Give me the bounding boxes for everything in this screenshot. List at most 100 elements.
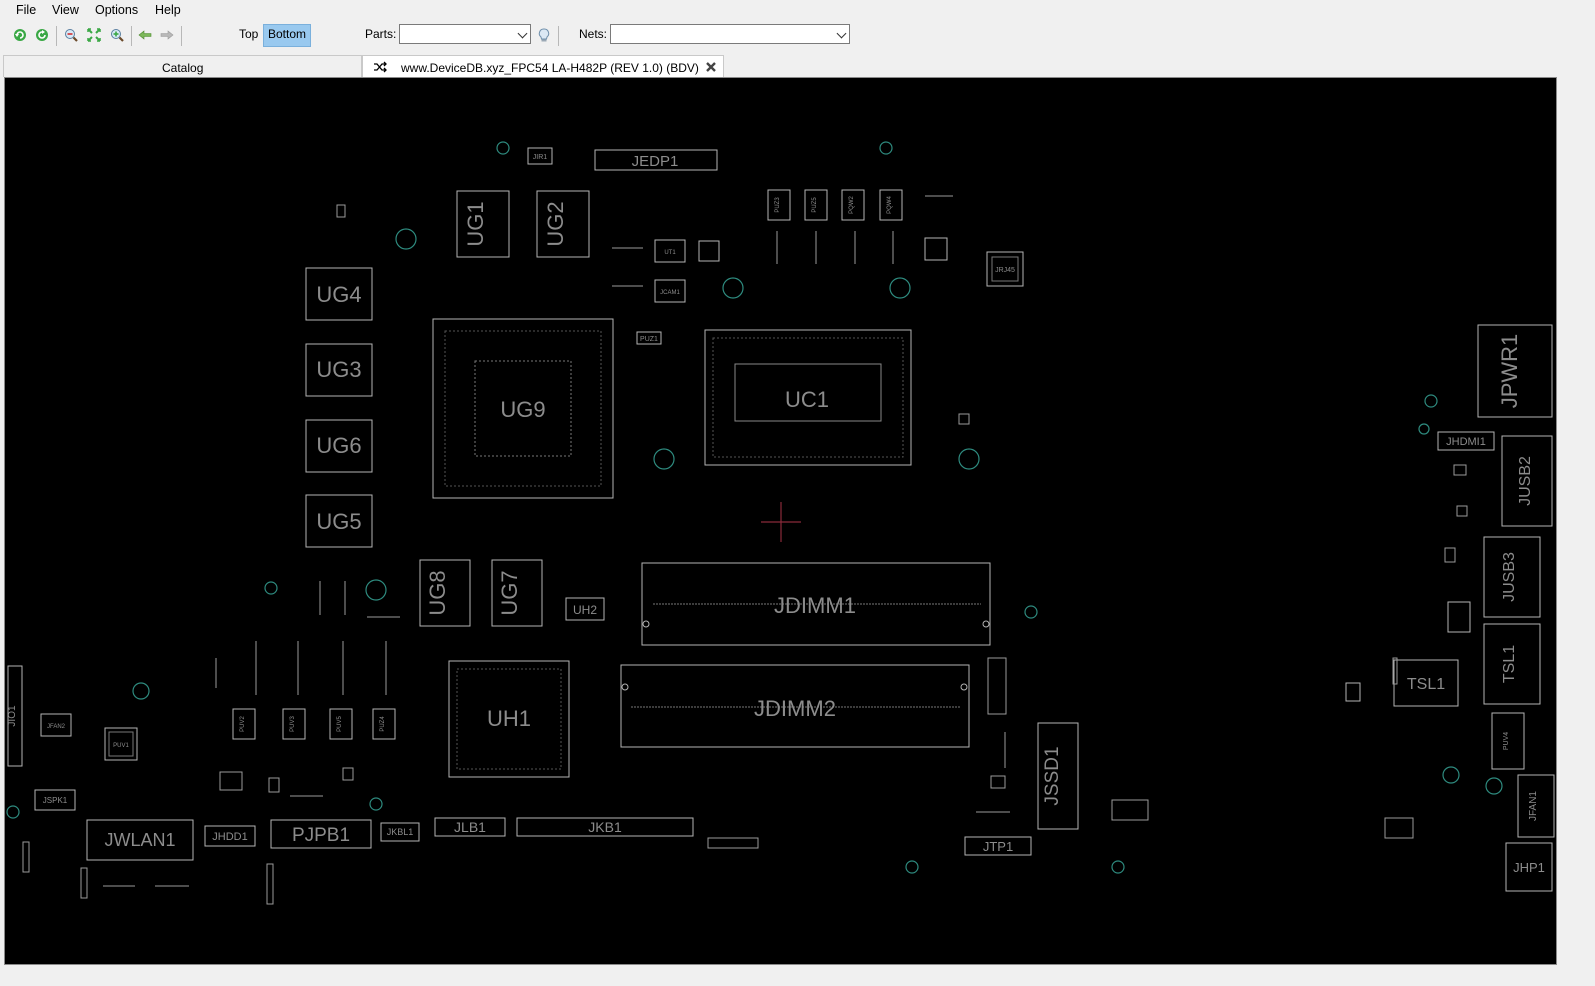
forward-arrow-icon[interactable] — [159, 27, 175, 43]
ref-jedp1: JEDP1 — [632, 153, 679, 170]
parts-label: Parts: — [365, 27, 397, 41]
component-jkbl1[interactable]: JKBL1 — [380, 822, 420, 842]
component-ug1[interactable]: UG1 — [456, 190, 510, 258]
zoom-in-icon[interactable] — [109, 27, 125, 43]
chevron-down-icon — [517, 28, 528, 39]
component-pjpb1[interactable]: PJPB1 — [270, 819, 372, 849]
component-puv4[interactable]: PUV2 — [232, 708, 256, 740]
component-puv5[interactable]: PUZ4 — [372, 708, 396, 740]
ref-uc1: UC1 — [785, 387, 829, 412]
component-puz3[interactable]: PQW2 — [841, 189, 865, 221]
ref-jrj45: JPWR1 — [1497, 334, 1522, 409]
component-jkb1[interactable]: JKB1 — [516, 817, 694, 837]
component-jlb1[interactable]: JLB1 — [434, 817, 506, 837]
back-arrow-icon[interactable] — [137, 27, 153, 43]
component-puv3[interactable]: PUV5 — [329, 708, 353, 740]
component-jhp1[interactable]: JHP1 — [1505, 842, 1553, 892]
ref-puz1: JRJ45 — [995, 267, 1015, 274]
lightbulb-icon[interactable] — [536, 27, 552, 43]
bottom-layer-button[interactable]: Bottom — [263, 24, 312, 47]
shuffle-icon — [374, 61, 387, 73]
ref-jlb1: JLB1 — [454, 819, 486, 835]
component-jfan2[interactable]: JFAN2 — [40, 713, 72, 737]
ref-jpwr1: JHDMI1 — [1446, 436, 1486, 448]
component-jpwr1[interactable]: JHDMI1 — [1437, 431, 1495, 451]
ref-puz2: PUZ5 — [812, 197, 818, 213]
component-ug4[interactable]: UG4 — [305, 267, 373, 321]
component-puz4[interactable]: PUZ3 — [767, 189, 791, 221]
component-jedp1[interactable]: JEDP1 — [594, 149, 718, 171]
component-puz5[interactable]: PQW4 — [879, 189, 903, 221]
close-icon[interactable] — [705, 61, 717, 73]
component-ug6[interactable]: UG6 — [305, 419, 373, 473]
component-ug8[interactable]: UG8 — [419, 559, 471, 627]
ref-tsl1: TSL1 — [1407, 676, 1445, 693]
component-jusb3[interactable]: TSL1 — [1483, 623, 1541, 705]
component-jwlan1[interactable]: JWLAN1 — [86, 819, 194, 861]
ref-puv5: PUZ4 — [380, 716, 386, 732]
component-jssd1[interactable]: JSSD1 — [1037, 722, 1079, 830]
tab-catalog[interactable]: Catalog — [3, 55, 362, 77]
ref-ug3: UG3 — [316, 357, 361, 382]
toolbar-separator — [558, 26, 559, 46]
ref-jdimm1: JDIMM1 — [774, 593, 856, 618]
nets-combo[interactable] — [610, 24, 850, 44]
parts-combo[interactable] — [399, 24, 531, 44]
chevron-down-icon — [836, 28, 847, 39]
ref-puz3: PQW2 — [849, 196, 855, 214]
component-jspk1[interactable]: JSPK1 — [34, 789, 76, 811]
refresh-green-icon[interactable] — [12, 27, 28, 43]
component-jdimm2[interactable]: JDIMM2 — [620, 664, 970, 748]
component-tsl1[interactable]: TSL1 — [1393, 659, 1459, 707]
component-jrj45[interactable]: JPWR1 — [1477, 324, 1553, 418]
pad-square — [924, 237, 948, 261]
top-layer-button[interactable]: Top — [239, 27, 259, 41]
reload-green-icon[interactable] — [34, 27, 50, 43]
component-jio1[interactable]: JIO1 — [7, 665, 23, 767]
component-pqw2[interactable]: UT1 — [654, 239, 686, 263]
component-puz2[interactable]: PUZ5 — [804, 189, 828, 221]
component-puz1[interactable]: JRJ45 — [986, 251, 1024, 287]
board-canvas[interactable]: UG9 UC1 UG1 UG2 UG4 UG3 UG6 UG5 UG8 UG7 … — [4, 77, 1557, 965]
component-jtp1[interactable]: JTP1 — [964, 836, 1032, 856]
component-uh1[interactable]: UH1 — [448, 660, 570, 778]
component-jhdd1[interactable]: JHDD1 — [204, 825, 256, 847]
component-jir1[interactable]: JIR1 — [527, 147, 553, 165]
pad-square — [698, 240, 720, 262]
component-jusb2[interactable]: JUSB3 — [1483, 536, 1541, 618]
ref-jspk1: JSPK1 — [43, 796, 68, 805]
component-ug3[interactable]: UG3 — [305, 343, 373, 397]
fit-view-icon[interactable] — [86, 27, 102, 43]
component-pqw4[interactable]: JCAM1 — [654, 279, 686, 303]
component-puv2[interactable]: PUV3 — [282, 708, 306, 740]
component-jdimm1[interactable]: JDIMM1 — [641, 562, 991, 646]
component-jusb1[interactable]: JFAN1 — [1517, 774, 1555, 838]
ref-jtp1: JTP1 — [983, 839, 1013, 854]
menu-help[interactable]: Help — [155, 3, 181, 17]
component-jfan1[interactable]: PUV4 — [1491, 712, 1525, 770]
ref-ug8: UG8 — [425, 570, 450, 615]
menu-file[interactable]: File — [16, 3, 37, 17]
component-uc3[interactable]: PUZ1 — [636, 331, 662, 345]
component-jhdmi1[interactable]: JUSB2 — [1501, 435, 1553, 527]
nets-label: Nets: — [579, 27, 608, 41]
component-ug5[interactable]: UG5 — [305, 494, 373, 548]
component-ug7[interactable]: UG7 — [491, 559, 543, 627]
component-ug9[interactable]: UG9 — [432, 318, 614, 499]
ref-ug4: UG4 — [316, 282, 361, 307]
component-ug2[interactable]: UG2 — [536, 190, 590, 258]
menu-options[interactable]: Options — [95, 3, 139, 17]
toolbar-separator — [131, 26, 132, 46]
component-uh2[interactable]: UH2 — [565, 597, 605, 621]
board-view[interactable]: UG9 UC1 UG1 UG2 UG4 UG3 UG6 UG5 UG8 UG7 … — [5, 78, 1557, 965]
component-ut1[interactable] — [1345, 682, 1361, 702]
tab-board[interactable]: www.DeviceDB.xyz_FPC54 LA-H482P (REV 1.0… — [362, 55, 724, 77]
menu-view[interactable]: View — [52, 3, 79, 17]
component-uc1[interactable]: UC1 — [704, 329, 912, 466]
component-jcam1[interactable] — [1447, 601, 1471, 633]
zoom-out-icon[interactable] — [63, 27, 79, 43]
ref-jssd1: JSSD1 — [1042, 746, 1063, 805]
ref-uc3: PUZ1 — [640, 336, 658, 343]
component-puv1[interactable]: PUV1 — [104, 727, 138, 761]
ref-jhdmi1: JUSB2 — [1517, 456, 1534, 506]
